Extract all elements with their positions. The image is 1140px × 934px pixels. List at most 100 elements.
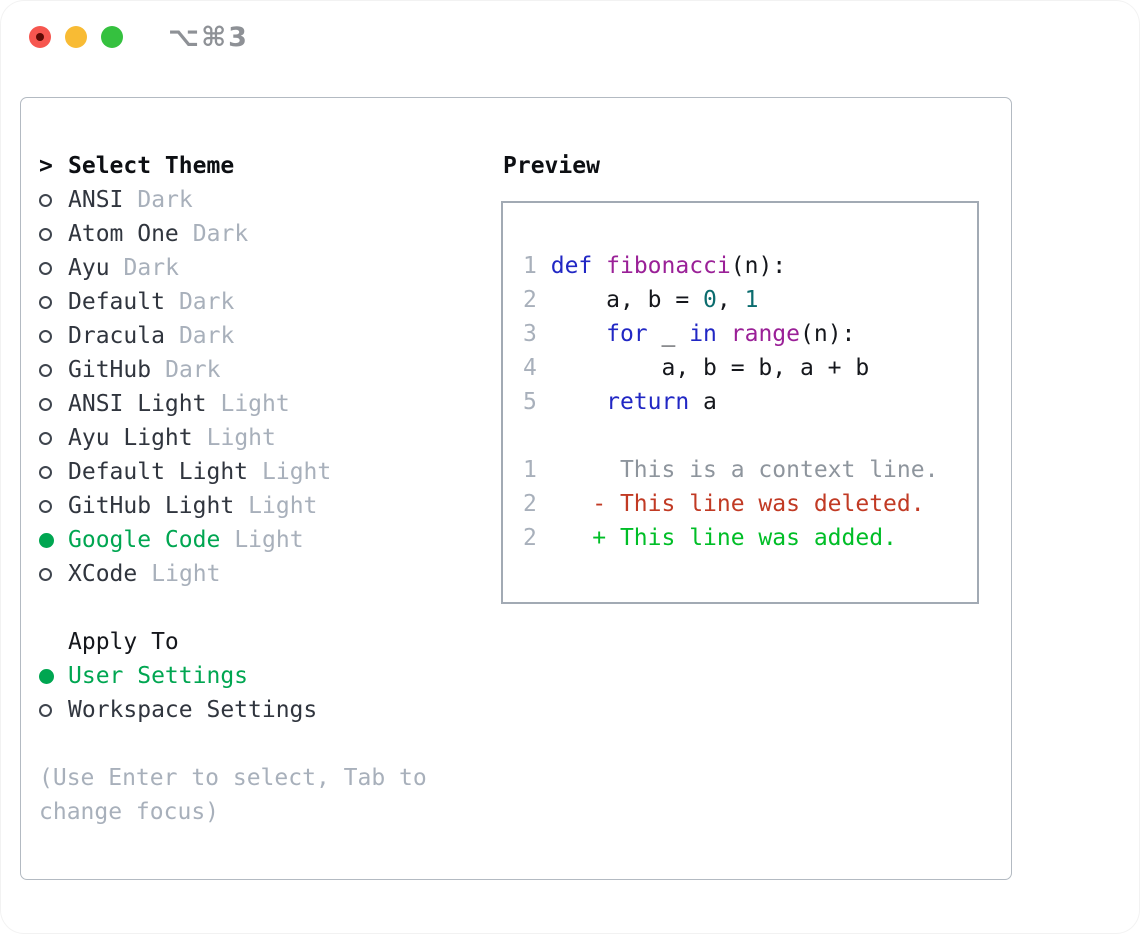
code-segment-plain: ,: [716, 287, 745, 313]
theme-variant: Light: [206, 425, 276, 451]
code-segment-plain: [592, 253, 606, 279]
theme-variant: Dark: [178, 323, 235, 349]
radio-icon: [39, 567, 68, 581]
radio-icon: [39, 329, 68, 343]
code-segment-plain: _: [647, 321, 690, 347]
theme-option-github-light[interactable]: GitHub Light Light: [39, 489, 501, 523]
spacer: [39, 591, 501, 625]
minimize-button[interactable]: [65, 26, 87, 48]
theme-name: Atom One: [68, 221, 179, 247]
prompt-caret-icon: >: [39, 153, 53, 179]
preview-line: 2 a, b = 0, 1: [523, 287, 977, 321]
code-segment-fn: fibonacci: [606, 253, 731, 279]
line-number: 3: [523, 321, 537, 347]
code-segment-plain: [551, 321, 606, 347]
theme-variant: Light: [220, 391, 290, 417]
theme-name: Default: [68, 289, 165, 315]
code-segment-plain: a, b =: [550, 287, 704, 313]
code-segment-kw: for: [606, 321, 648, 347]
code-segment-kw: in: [689, 321, 717, 347]
radio-icon: [39, 261, 68, 275]
preview-line: 1 This is a context line.: [523, 457, 977, 491]
apply-to-header-row: Apply To: [39, 625, 501, 659]
theme-option-ayu-light[interactable]: Ayu Light Light: [39, 421, 501, 455]
preview-blank-line: [523, 423, 977, 457]
theme-name: Google Code: [68, 527, 221, 553]
radio-icon: [39, 363, 68, 377]
selected-radio-icon: [39, 668, 68, 684]
line-number: 2: [523, 525, 537, 551]
theme-name: Ayu Light: [68, 425, 193, 451]
code-segment-plain: (n):: [730, 253, 787, 279]
code-segment-lit: 0: [703, 287, 717, 313]
theme-variant: Dark: [165, 357, 221, 383]
theme-variant: Dark: [123, 255, 179, 281]
theme-option-ansi-light[interactable]: ANSI Light Light: [39, 387, 501, 421]
line-number: 2: [523, 287, 537, 313]
theme-variant: Dark: [178, 289, 235, 315]
theme-option-ayu[interactable]: Ayu Dark: [39, 251, 501, 285]
preview-line: 4 a, b = b, a + b: [523, 355, 977, 389]
radio-icon: [39, 397, 68, 411]
theme-name: Default Light: [68, 459, 249, 485]
code-segment-fn: range: [730, 321, 801, 347]
radio-icon: [39, 227, 68, 241]
selected-radio-icon: [39, 532, 68, 548]
apply-option-label: Workspace Settings: [68, 697, 318, 723]
theme-name: Ayu: [68, 255, 110, 281]
theme-name: ANSI Light: [68, 391, 207, 417]
radio-icon: [39, 465, 68, 479]
theme-option-default[interactable]: Default Dark: [39, 285, 501, 319]
select-theme-header-row: > Select Theme: [39, 149, 501, 183]
theme-name: GitHub Light: [68, 493, 235, 519]
titlebar: ⌥⌘3: [0, 0, 1140, 97]
select-theme-title: Select Theme: [68, 153, 235, 179]
line-number: 4: [523, 355, 537, 381]
hint-text: (Use Enter to select, Tab to change focu…: [39, 765, 427, 825]
code-segment-kw: return: [606, 389, 690, 415]
code-segment-plain: a: [689, 389, 717, 415]
radio-icon: [39, 193, 68, 207]
preview-title: Preview: [503, 153, 600, 179]
code-segment-lit: 1: [744, 287, 759, 313]
radio-icon: [39, 431, 68, 445]
line-number: 5: [523, 389, 537, 415]
theme-option-atom-one[interactable]: Atom One Dark: [39, 217, 501, 251]
radio-icon: [39, 703, 68, 717]
code-segment-del: - This line was deleted.: [550, 491, 925, 517]
code-segment-add: + This line was added.: [550, 525, 897, 551]
zoom-button[interactable]: [101, 26, 123, 48]
apply-option-user-settings[interactable]: User Settings: [39, 659, 501, 693]
theme-name: Dracula: [68, 323, 165, 349]
radio-icon: [39, 295, 68, 309]
code-segment-kw: def: [550, 253, 593, 279]
line-number: 2: [523, 491, 537, 517]
preview-line: 1 def fibonacci(n):: [523, 253, 977, 287]
theme-variant: Dark: [192, 221, 249, 247]
code-segment-ctx: This is a context line.: [550, 457, 939, 483]
preview-line: 3 for _ in range(n):: [523, 321, 977, 355]
code-segment-plain: [551, 389, 606, 415]
theme-variant: Light: [248, 493, 318, 519]
theme-name: ANSI: [68, 187, 124, 213]
preview-line: 5 return a: [523, 389, 977, 423]
line-number: 1: [523, 457, 537, 483]
close-button[interactable]: [29, 26, 51, 48]
apply-option-label: User Settings: [68, 663, 249, 689]
apply-option-workspace-settings[interactable]: Workspace Settings: [39, 693, 501, 727]
theme-name: XCode: [68, 561, 138, 587]
preview-column: Preview 1 def fibonacci(n):2 a, b = 0, 1…: [501, 149, 1011, 879]
theme-option-dracula[interactable]: Dracula Dark: [39, 319, 501, 353]
code-segment-plain: (n):: [800, 321, 856, 347]
